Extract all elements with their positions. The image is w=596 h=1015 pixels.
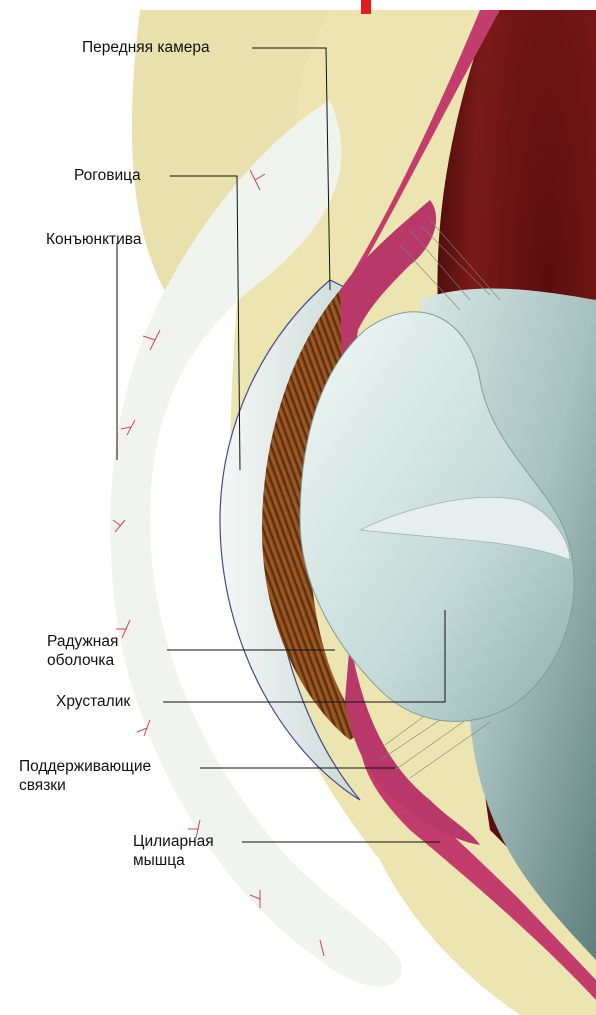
label-ciliary-muscle-line1: Цилиарная — [133, 832, 214, 851]
label-conjunctiva: Конъюнктива — [46, 230, 141, 249]
label-iris-line2: оболочка — [47, 651, 118, 670]
label-zonules-line2: связки — [19, 776, 151, 795]
label-cornea: Роговица — [74, 166, 141, 185]
label-ciliary-muscle-line2: мышца — [133, 851, 214, 870]
label-iris-line1: Радужная — [47, 632, 118, 651]
label-lens: Хрусталик — [56, 692, 130, 711]
accent-mark — [361, 0, 371, 14]
label-iris: Радужная оболочка — [47, 632, 118, 670]
label-zonules-line1: Поддерживающие — [19, 757, 151, 776]
label-anterior-chamber: Передняя камера — [82, 38, 210, 57]
label-zonules: Поддерживающие связки — [19, 757, 151, 795]
label-ciliary-muscle: Цилиарная мышца — [133, 832, 214, 870]
